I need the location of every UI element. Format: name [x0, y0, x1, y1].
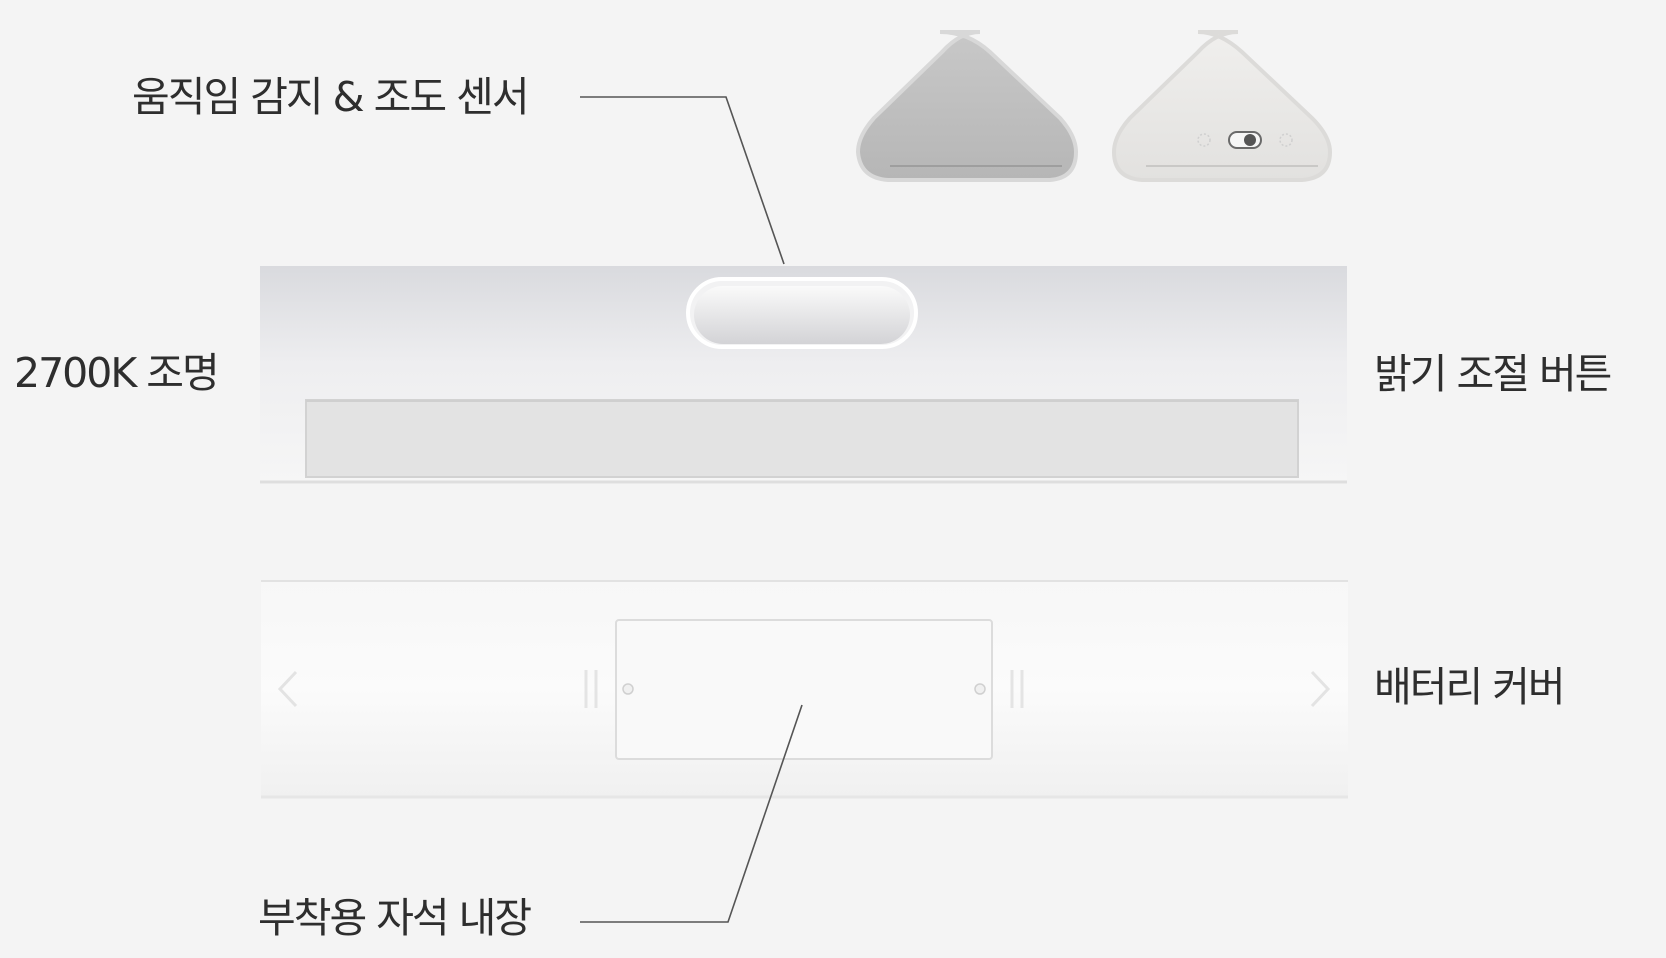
- label-battery-cover: 배터리 커버: [1374, 663, 1566, 711]
- label-brightness-button: 밝기 조절 버튼: [1374, 350, 1612, 398]
- light-bar-back: [261, 580, 1348, 799]
- leader-line-magnet: [580, 704, 803, 923]
- leader-line-sensor: [580, 96, 785, 265]
- label-2700k-light: 2700K 조명: [14, 349, 220, 397]
- label-motion-light-sensor: 움직임 감지 & 조도 센서: [132, 73, 530, 121]
- label-built-in-magnet: 부착용 자석 내장: [258, 894, 532, 942]
- end-cap-gray-icon: [855, 30, 1079, 182]
- end-cap-light-switch-icon: [1111, 30, 1333, 182]
- light-bar-front: [260, 266, 1347, 484]
